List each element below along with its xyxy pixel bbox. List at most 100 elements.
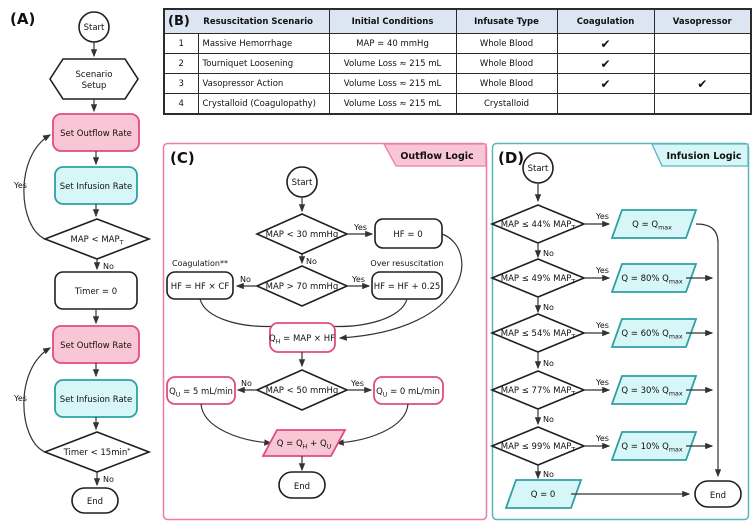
d-output-parallelogram-5 (610, 431, 698, 461)
flow-arrow (335, 403, 409, 446)
cell-coagulation-check: ✔ (556, 33, 655, 54)
d-check-text-5: MAP ≤ 99% MAPT (501, 442, 576, 454)
c-end-node (278, 471, 326, 499)
d-output-text-5: Q = 10% Qmax (621, 442, 683, 454)
flow-arrow (322, 298, 408, 330)
a-yes-loop-2 (23, 347, 52, 453)
a-yes-label-2: Yes (13, 394, 27, 403)
table-row: 4 Crystalloid (Coagulopathy) Volume Loss… (163, 93, 752, 115)
d-no-label-2: No (543, 303, 554, 312)
d-output-text-3: Q = 60% Qmax (621, 329, 683, 341)
d-output-parallelogram-3 (610, 318, 698, 348)
panel-c-badge-text: Outflow Logic (400, 151, 473, 162)
c-yes-label-3: Yes (350, 379, 364, 388)
panel-a-label: (A) (10, 10, 35, 28)
cell-coagulation-check: ✔ (556, 53, 655, 74)
cell-scenario: Massive Hemorrhage (197, 33, 330, 54)
c-hf025-text: HF = HF + 0.25 (374, 282, 441, 292)
a-timer-zero-text: Timer = 0 (74, 287, 117, 297)
cell-vasopressor-check (653, 53, 752, 74)
a-end-node (71, 487, 119, 514)
table-row: 3 Vasopressor Action Volume Loss ≈ 215 m… (163, 73, 752, 94)
a-start-text: Start (84, 23, 105, 33)
a-set-infusion-text-2: Set Infusion Rate (60, 395, 133, 405)
d-no-label-4: No (543, 415, 554, 424)
table-row: 2 Tourniquet Loosening Volume Loss ≈ 215… (163, 53, 752, 74)
a-yes-label-1: Yes (13, 181, 27, 190)
a-no-label-2: No (103, 475, 114, 484)
d-check-text-1: MAP ≤ 44% MAPT (501, 220, 576, 232)
d-q0-parallelogram (504, 479, 583, 509)
c-hf0-node (374, 218, 443, 249)
c-start-text: Start (292, 178, 313, 188)
flow-arrow (199, 298, 283, 330)
a-scenario-setup-node (49, 58, 139, 100)
c-qu5-text: QU = 5 mL/min (169, 387, 233, 399)
c-hf0-text: HF = 0 (393, 230, 422, 240)
panel-d-badge-text: Infusion Logic (667, 151, 742, 162)
cell-scenario: Tourniquet Loosening (197, 53, 330, 74)
flow-arrow (338, 233, 463, 341)
c-map30-text: MAP < 30 mmHg (266, 230, 339, 240)
cell-vasopressor-check: ✔ (653, 73, 752, 94)
panel-a: (A) Start Scenario Setup Set Outflow Rat… (10, 10, 152, 514)
cell-conditions: Volume Loss ≈ 215 mL (328, 53, 457, 74)
cell-conditions: Volume Loss ≈ 215 mL (328, 93, 457, 115)
c-qu0-text: QU = 0 mL/min (376, 387, 440, 399)
cell-coagulation-check (556, 93, 655, 115)
cell-scenario: Crystalloid (Coagulopathy) (197, 93, 330, 115)
c-hfcf-text: HF = HF × CF (171, 282, 230, 292)
panel-c: Outflow Logic (C) Start MAP < 30 mmHg Ye… (162, 142, 488, 521)
d-no-label-3: No (543, 359, 554, 368)
header-initial-conditions: Initial Conditions (328, 8, 457, 34)
d-check-text-3: MAP ≤ 54% MAPT (501, 329, 576, 341)
panel-c-badge (382, 143, 487, 167)
d-end-text: End (710, 491, 726, 501)
d-yes-label-5: Yes (595, 434, 609, 443)
a-set-infusion-text-1: Set Infusion Rate (60, 182, 133, 192)
c-qh-text: QH = MAP × HF (269, 334, 335, 346)
header-resuscitation-scenario: (B) Resuscitation Scenario (163, 8, 330, 34)
d-output-parallelogram-1 (610, 209, 698, 239)
c-qu0-node (373, 376, 444, 405)
d-yes-label-2: Yes (595, 266, 609, 275)
c-qsum-parallelogram (261, 429, 347, 457)
d-q0-text: Q = 0 (531, 490, 556, 500)
panel-d-label: (D) (498, 149, 524, 167)
d-start-text: Start (528, 164, 549, 174)
a-map-check-text: MAP < MAPT (71, 235, 124, 247)
cell-infusate: Whole Blood (455, 53, 558, 74)
a-set-outflow-text-2: Set Outflow Rate (60, 341, 132, 351)
table-header-row: (B) Resuscitation Scenario Initial Condi… (163, 8, 752, 34)
panel-b-table: (B) Resuscitation Scenario Initial Condi… (163, 8, 753, 115)
d-end-node (694, 480, 742, 508)
c-qsum-text: Q = QH + QU (277, 439, 332, 451)
d-output-text-1: Q = Qmax (632, 220, 672, 232)
d-output-parallelogram-2 (610, 263, 698, 293)
cell-conditions: MAP = 40 mmHg (328, 33, 457, 54)
a-set-outflow-text-1: Set Outflow Rate (60, 129, 132, 139)
header-vasopressor: Vasopressor (653, 8, 752, 34)
cell-infusate: Whole Blood (455, 73, 558, 94)
panel-c-label: (C) (170, 149, 195, 167)
d-yes-label-4: Yes (595, 378, 609, 387)
cell-coagulation-check: ✔ (556, 73, 655, 94)
d-check-text-4: MAP ≤ 77% MAPT (501, 386, 576, 398)
d-no-label-1: No (543, 249, 554, 258)
a-timer-check-text: Timer < 15min* (63, 448, 131, 459)
a-timer-check-diamond (42, 431, 152, 473)
d-collector-line (695, 223, 719, 463)
d-yes-label-3: Yes (595, 321, 609, 330)
c-yes-label-2: Yes (351, 275, 365, 284)
d-output-text-2: Q = 80% Qmax (621, 274, 683, 286)
a-yes-loop-1 (23, 134, 52, 240)
c-coagulation-note: Coagulation** (172, 259, 228, 268)
d-yes-label-1: Yes (595, 212, 609, 221)
panel-b-label: (B) (168, 14, 190, 29)
row-number: 2 (163, 53, 199, 74)
c-over-resuscitation-note: Over resuscitation (370, 259, 443, 268)
cell-vasopressor-check (653, 33, 752, 54)
a-no-label-1: No (103, 262, 114, 271)
c-yes-label-1: Yes (353, 223, 367, 232)
a-scenario-setup-text-line1: Scenario (76, 70, 113, 80)
